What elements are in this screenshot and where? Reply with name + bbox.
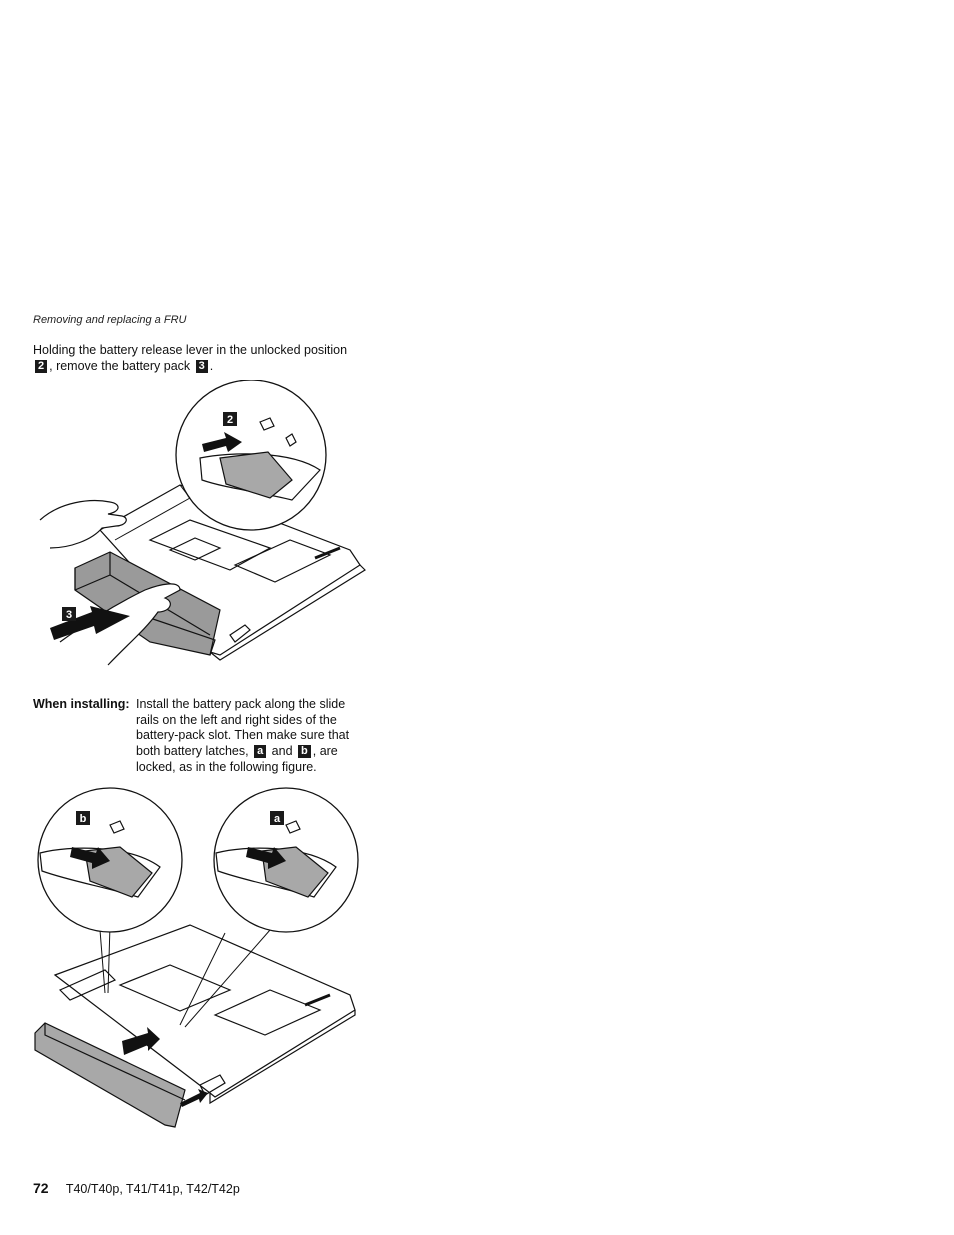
- callout-label-b: b: [80, 813, 87, 825]
- callout-label-3: 3: [66, 609, 72, 621]
- callout-badge-a: a: [254, 745, 267, 759]
- footer-models: T40/T40p, T41/T41p, T42/T42p: [65, 1182, 240, 1196]
- callout-badge-2: 2: [35, 360, 48, 373]
- battery-install-figure: b a: [34, 787, 359, 1128]
- page-number: 72: [33, 1180, 49, 1196]
- when-installing-label: When installing:: [33, 697, 130, 711]
- page-footer: 72 T40/T40p, T41/T41p, T42/T42p: [33, 1180, 240, 1196]
- removal-text-3: .: [209, 359, 214, 373]
- callout-box-a: [270, 811, 284, 825]
- install-instruction: Install the battery pack along the slide…: [136, 697, 356, 776]
- battery-removal-figure: 2 3: [39, 380, 366, 666]
- install-text-1: Install the battery pack along the slide…: [136, 697, 350, 759]
- install-text-2: and: [271, 744, 293, 759]
- callout-label-2: 2: [227, 414, 233, 426]
- callout-box-3: [62, 607, 76, 621]
- callout-badge-3: 3: [195, 360, 208, 373]
- removal-instruction: Holding the battery release lever in the…: [33, 342, 363, 374]
- running-header: Removing and replacing a FRU: [33, 314, 187, 326]
- removal-text-1: Holding the battery release lever in the…: [33, 343, 348, 357]
- callout-box-2: [223, 412, 237, 426]
- callout-badge-b: b: [298, 745, 311, 759]
- callout-box-b: [76, 811, 90, 825]
- removal-text-2: , remove the battery pack: [49, 359, 191, 373]
- callout-label-a: a: [274, 813, 281, 825]
- install-text-3: , are locked, as in the following figure…: [136, 744, 338, 774]
